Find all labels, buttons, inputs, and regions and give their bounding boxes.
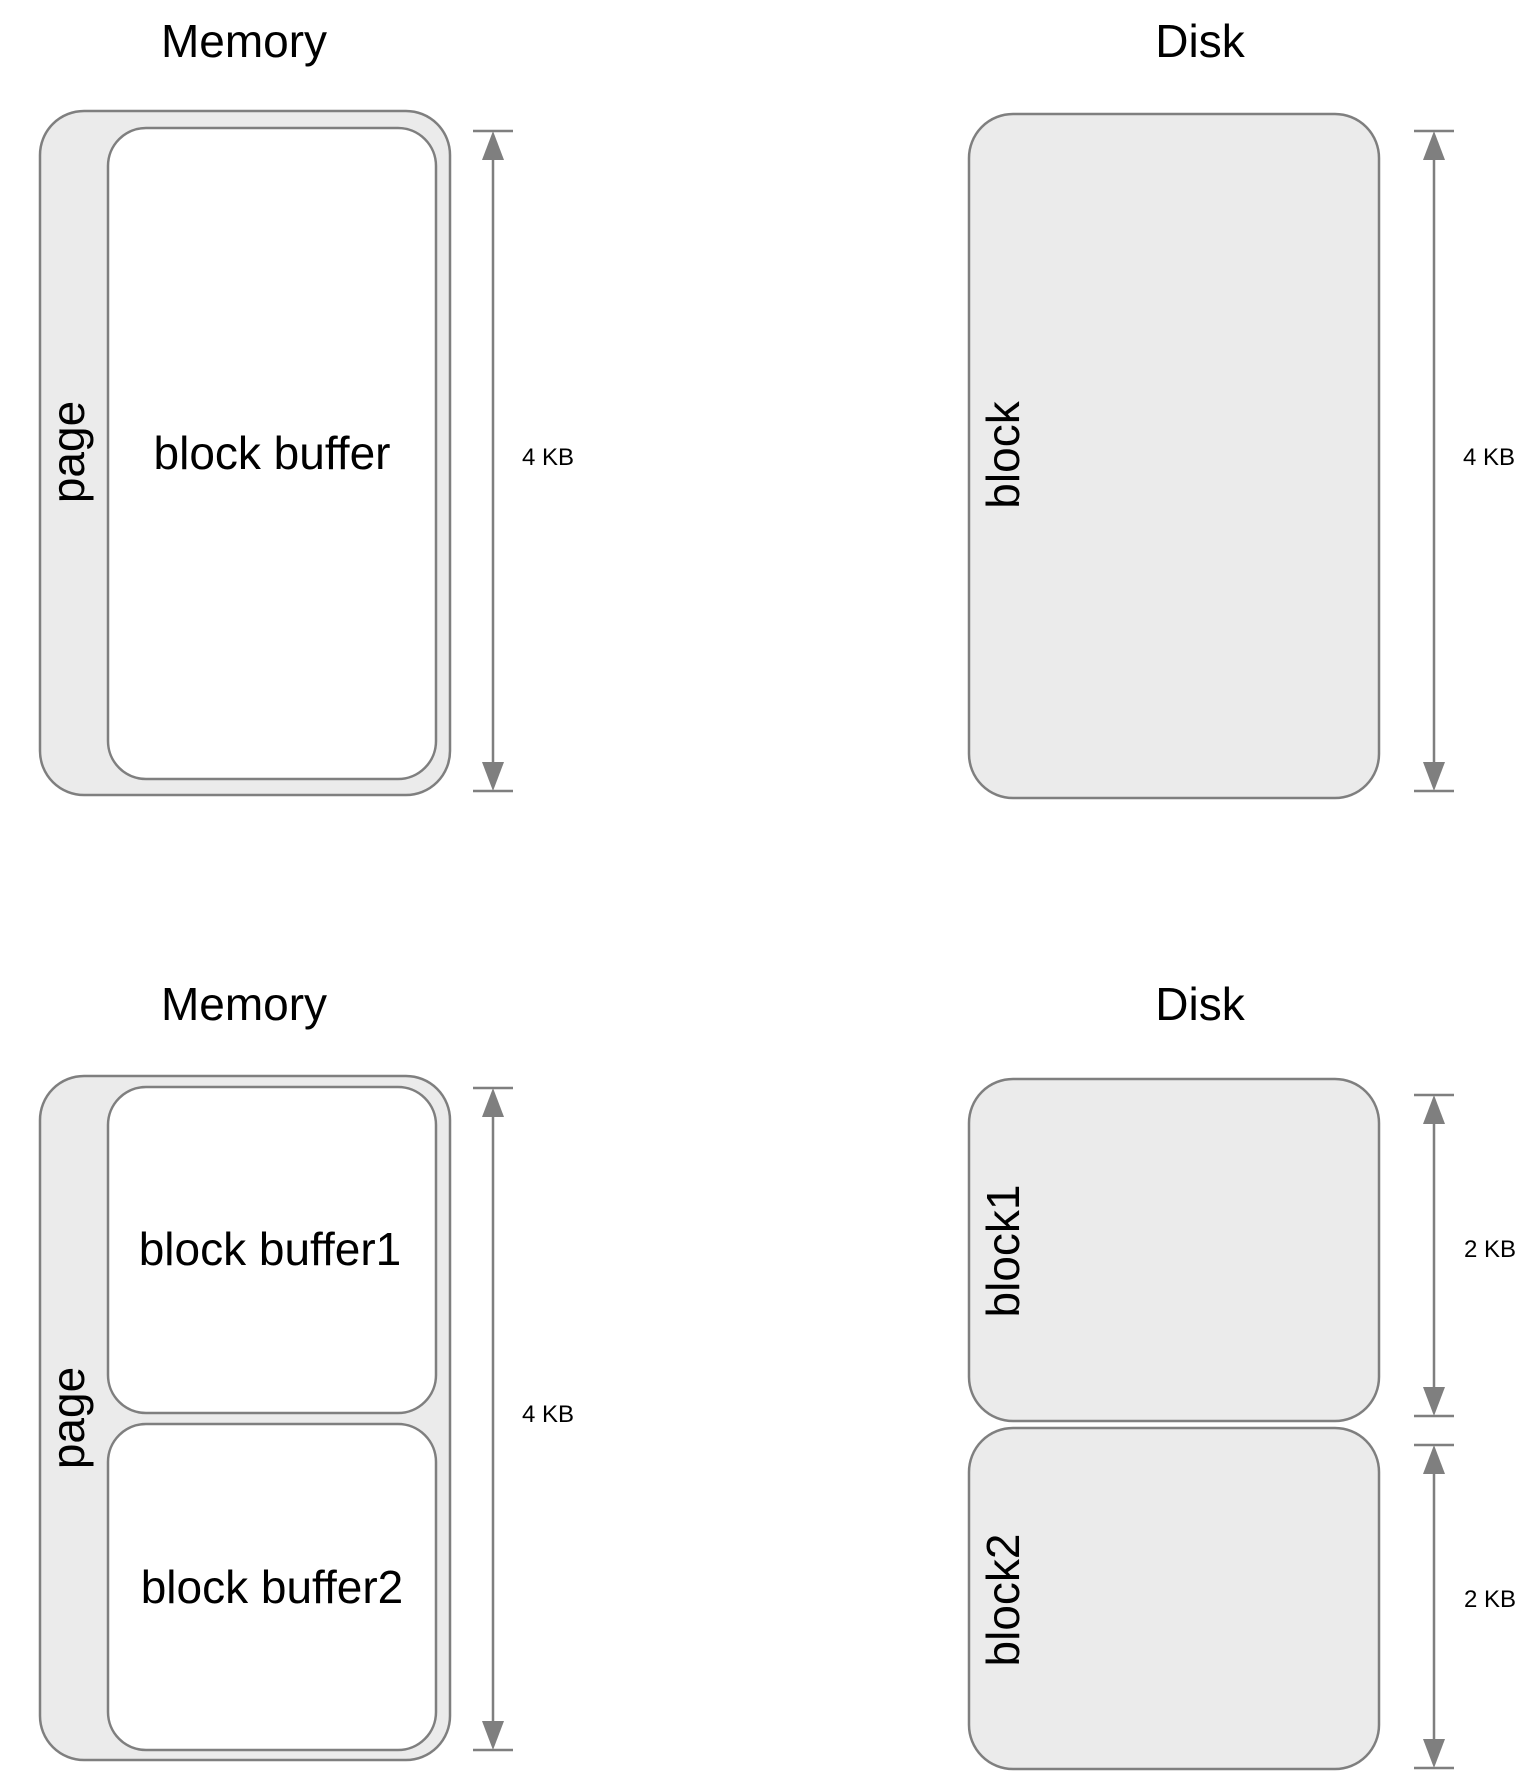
bottom-memory-size-label: 4 KB <box>522 1401 574 1428</box>
top-memory-heading: Memory <box>161 15 327 67</box>
arrow-up-icon <box>1423 1445 1445 1474</box>
arrow-up-icon <box>1423 1095 1445 1124</box>
top-block-label: block <box>977 400 1029 508</box>
bottom-block-buffer1-label: block buffer1 <box>139 1223 402 1275</box>
bottom-block1-box <box>967 1077 1381 1423</box>
bottom-section: Memory page block buffer1 block buffer2 … <box>38 978 1516 1771</box>
arrow-down-icon <box>1423 762 1445 791</box>
bottom-page-label: page <box>42 1367 94 1469</box>
bottom-memory-dimension <box>473 1086 513 1752</box>
top-memory-dimension <box>473 129 513 793</box>
bottom-block2-dimension <box>1414 1443 1454 1770</box>
top-memory-size-label: 4 KB <box>522 444 574 471</box>
arrow-down-icon <box>482 762 504 791</box>
arrow-down-icon <box>1423 1387 1445 1416</box>
arrow-up-icon <box>482 1088 504 1117</box>
top-disk-heading: Disk <box>1155 15 1245 67</box>
arrow-up-icon <box>1423 131 1445 160</box>
bottom-block-buffer2-label: block buffer2 <box>141 1561 404 1613</box>
top-block-box <box>967 112 1381 800</box>
arrow-down-icon <box>1423 1739 1445 1768</box>
bottom-block2-size-label: 2 KB <box>1464 1586 1516 1613</box>
arrow-up-icon <box>482 131 504 160</box>
top-disk-dimension <box>1414 129 1454 793</box>
bottom-memory-heading: Memory <box>161 978 327 1030</box>
bottom-block-buffer2-box <box>106 1422 438 1752</box>
bottom-block1-label: block1 <box>977 1185 1029 1318</box>
bottom-disk-heading: Disk <box>1155 978 1245 1030</box>
top-disk-size-label: 4 KB <box>1463 444 1515 471</box>
bottom-block1-size-label: 2 KB <box>1464 1236 1516 1263</box>
bottom-block-buffer1-box <box>106 1085 438 1415</box>
top-block-buffer-box <box>106 126 438 781</box>
top-page-label: page <box>42 401 94 503</box>
bottom-block2-box <box>967 1426 1381 1771</box>
top-block-buffer-label: block buffer <box>154 427 391 479</box>
arrow-down-icon <box>482 1721 504 1750</box>
top-section: Memory page block buffer 4 KB Disk block… <box>38 15 1515 800</box>
bottom-block1-dimension <box>1414 1093 1454 1418</box>
bottom-block2-label: block2 <box>977 1534 1029 1667</box>
